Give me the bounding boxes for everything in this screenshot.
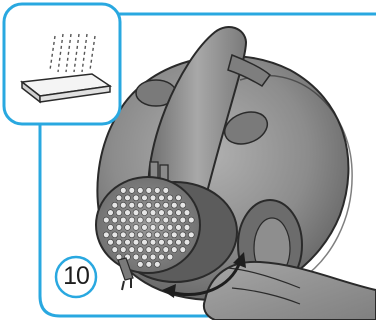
filter-hole <box>142 225 148 231</box>
filter-hole <box>103 217 109 223</box>
step-number: 10 <box>54 260 98 293</box>
filter-hole <box>188 232 194 238</box>
filter-hole <box>129 232 135 238</box>
filter-hole <box>142 239 148 245</box>
exhaust-filter <box>96 177 200 273</box>
filter-hole <box>184 225 190 231</box>
filter-hole <box>133 210 139 216</box>
filter-hole <box>154 247 160 253</box>
filter-hole <box>108 210 114 216</box>
filter-hole <box>163 247 169 253</box>
filter-hole <box>137 232 143 238</box>
filter-hole <box>129 188 135 194</box>
filter-hole <box>137 261 143 267</box>
filter-hole <box>167 195 173 201</box>
filter-hole <box>180 217 186 223</box>
filter-hole <box>171 232 177 238</box>
filter-hole <box>163 188 169 194</box>
filter-hole <box>125 195 131 201</box>
filter-hole <box>154 232 160 238</box>
filter-hole <box>150 225 156 231</box>
filter-hole <box>163 232 169 238</box>
filter-hole <box>176 195 182 201</box>
filter-hole <box>146 261 152 267</box>
filter-hole <box>171 202 177 208</box>
filter-hole <box>120 232 126 238</box>
filter-hole <box>116 239 122 245</box>
filter-hole <box>120 247 126 253</box>
filter-hole <box>154 202 160 208</box>
filter-hole <box>142 195 148 201</box>
filter-hole <box>129 247 135 253</box>
filter-hole <box>116 210 122 216</box>
filter-hole <box>159 195 165 201</box>
filter-hole <box>167 225 173 231</box>
filter-hole <box>137 247 143 253</box>
filter-hole <box>112 202 118 208</box>
filter-hole <box>137 188 143 194</box>
filter-hole <box>176 210 182 216</box>
filter-hole <box>150 210 156 216</box>
filter-hole <box>112 232 118 238</box>
filter-hole <box>125 210 131 216</box>
filter-hole <box>146 202 152 208</box>
filter-hole <box>137 217 143 223</box>
filter-hole <box>150 239 156 245</box>
filter-hole <box>116 225 122 231</box>
filter-hole <box>142 254 148 260</box>
wash-filter-under-running-water-icon <box>4 4 120 124</box>
filter-hole <box>146 232 152 238</box>
filter-hole <box>120 217 126 223</box>
filter-hole <box>108 239 114 245</box>
filter-hole <box>133 225 139 231</box>
hand <box>204 262 376 320</box>
filter-hole <box>184 239 190 245</box>
filter-hole <box>176 239 182 245</box>
filter-hole <box>120 188 126 194</box>
filter-hole <box>159 239 165 245</box>
filter-hole <box>146 188 152 194</box>
filter-hole <box>167 254 173 260</box>
filter-hole <box>180 247 186 253</box>
filter-hole <box>133 195 139 201</box>
filter-hole <box>159 210 165 216</box>
filter-hole <box>180 232 186 238</box>
filter-hole <box>159 225 165 231</box>
filter-hole <box>154 188 160 194</box>
filter-hole <box>129 202 135 208</box>
filter-hole <box>146 217 152 223</box>
filter-hole <box>171 247 177 253</box>
filter-hole <box>163 202 169 208</box>
filter-hole <box>188 217 194 223</box>
filter-hole <box>176 225 182 231</box>
filter-hole <box>133 254 139 260</box>
filter-hole <box>167 239 173 245</box>
filter-hole <box>112 217 118 223</box>
filter-hole <box>103 232 109 238</box>
filter-hole <box>154 217 160 223</box>
filter-hole <box>120 202 126 208</box>
filter-hole <box>171 217 177 223</box>
filter-hole <box>137 202 143 208</box>
filter-hole <box>142 210 148 216</box>
filter-hole <box>180 202 186 208</box>
filter-hole <box>146 247 152 253</box>
filter-hole <box>116 195 122 201</box>
filter-hole <box>163 217 169 223</box>
filter-hole <box>108 225 114 231</box>
filter-hole <box>159 254 165 260</box>
filter-hole <box>133 239 139 245</box>
filter-hole <box>112 247 118 253</box>
filter-hole <box>150 195 156 201</box>
filter-hole <box>154 261 160 267</box>
filter-hole <box>125 225 131 231</box>
filter-hole <box>184 210 190 216</box>
filter-hole <box>167 210 173 216</box>
filter-hole <box>125 239 131 245</box>
filter-hole <box>150 254 156 260</box>
filter-hole <box>129 217 135 223</box>
